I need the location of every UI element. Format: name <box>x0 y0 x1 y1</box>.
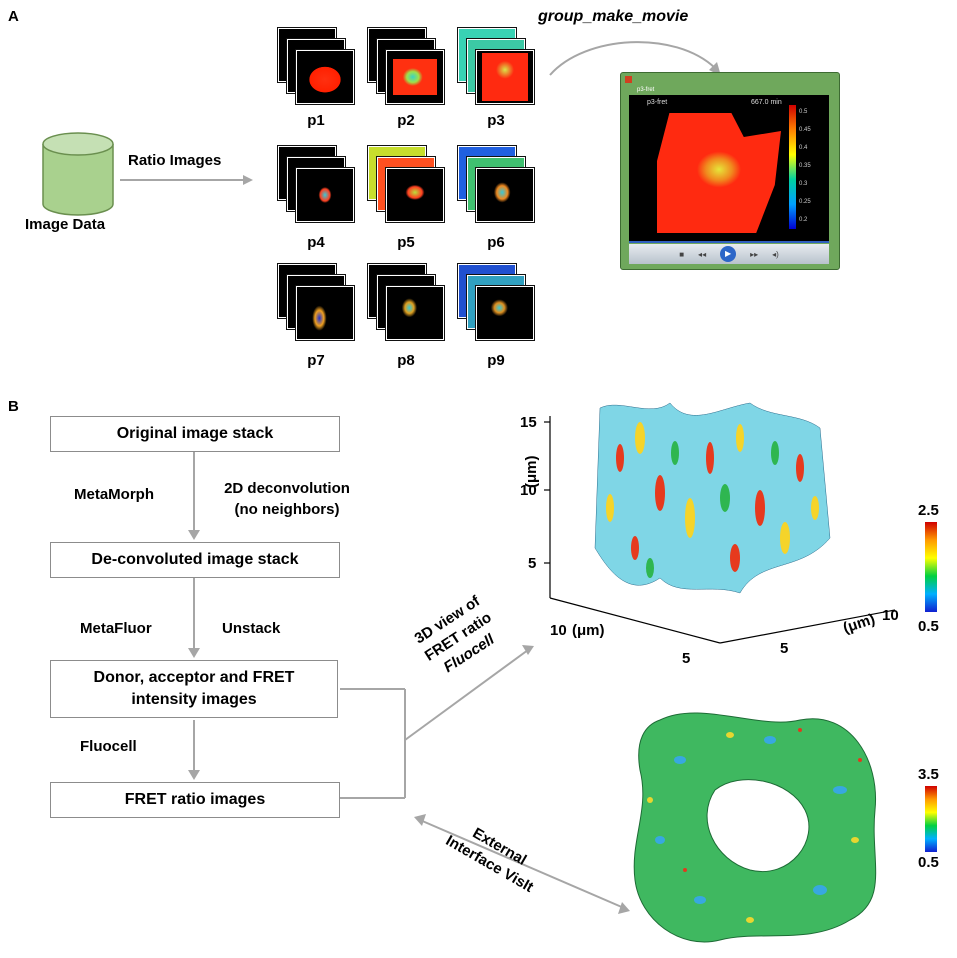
volume-icon[interactable]: ◂) <box>772 249 779 259</box>
cell-label-p9: p9 <box>487 352 505 369</box>
x-tick-right-5: 5 <box>780 640 788 657</box>
cell-label-p8: p8 <box>397 352 415 369</box>
x-tick-right-10: 10 <box>882 607 899 624</box>
player-close-icon[interactable] <box>625 76 632 83</box>
colorbar1 <box>925 522 937 612</box>
panel-a-letter: A <box>8 8 19 25</box>
step-fluocell: Fluocell <box>80 738 137 755</box>
plot-3d-fret-ratio: 15 10 5 (μm) 10 (μm) 5 5 (μm) 10 <box>520 402 899 667</box>
database-icon <box>42 132 114 216</box>
colorbar2-max: 3.5 <box>918 766 939 783</box>
colorbar1-min: 0.5 <box>918 618 939 635</box>
x-tick-left-5: 5 <box>682 650 690 667</box>
z-axis-unit: (μm) <box>523 455 540 488</box>
cell-label-p6: p6 <box>487 234 505 251</box>
player-tick: 0.3 <box>799 181 808 187</box>
panel-b-letter: B <box>8 398 19 415</box>
cell-label-p1: p1 <box>307 112 325 129</box>
player-progress-bar[interactable] <box>629 241 829 243</box>
flow-box-deconvoluted: De-convoluted image stack <box>50 542 340 578</box>
player-colorbar-ticks: 0.5 0.45 0.4 0.35 0.3 0.25 0.2 <box>799 103 811 229</box>
movie-player-window[interactable]: p3-fret p3-fret 667.0 min 0.5 0.45 0.4 0… <box>620 72 840 270</box>
surface-blobs <box>594 402 831 594</box>
x-tick-left-10: 10 <box>550 622 567 639</box>
cell-label-p4: p4 <box>307 234 325 251</box>
player-window-title: p3-fret <box>637 87 655 93</box>
step-unstack: Unstack <box>222 620 281 637</box>
ratio-images-label: Ratio Images <box>128 152 222 169</box>
cell-label-p5: p5 <box>397 234 415 251</box>
rewind-icon[interactable]: ◂◂ <box>698 249 707 259</box>
player-tick: 0.4 <box>799 145 808 151</box>
player-tick: 0.45 <box>799 127 811 133</box>
player-tick: 0.5 <box>799 109 808 115</box>
player-image-title: p3-fret <box>647 99 668 106</box>
player-screen: p3-fret 667.0 min 0.5 0.45 0.4 0.35 0.3 … <box>629 95 829 241</box>
fast-forward-icon[interactable]: ▸▸ <box>750 249 759 259</box>
z-tick-5: 5 <box>528 555 536 572</box>
x-unit-left: (μm) <box>572 622 605 639</box>
player-colorbar <box>789 105 796 229</box>
player-tick: 0.35 <box>799 163 811 169</box>
flow-box-ratio: FRET ratio images <box>50 782 340 818</box>
cell-label-p7: p7 <box>307 352 325 369</box>
flow-box-intensity: Donor, acceptor and FRET intensity image… <box>50 660 338 718</box>
stop-icon[interactable]: ■ <box>679 249 685 259</box>
plot-3d-visit-surface <box>633 712 877 943</box>
z-tick-15: 15 <box>520 414 537 431</box>
step-metamorph: MetaMorph <box>74 486 154 503</box>
stack-grid: p1 p2 p3 p4 p5 p6 p7 p8 <box>270 20 560 390</box>
step-2d-deconvolution: 2D deconvolution (no neighbors) <box>224 480 350 518</box>
step-metafluor: MetaFluor <box>80 620 152 637</box>
play-icon[interactable]: ▶ <box>720 246 737 262</box>
player-tick: 0.25 <box>799 199 811 205</box>
flow-box-original: Original image stack <box>50 416 340 452</box>
cell-label-p2: p2 <box>397 112 415 129</box>
movie-label: group_make_movie <box>538 8 689 25</box>
z-tick-10: 10 <box>520 482 537 499</box>
x-unit-right: (μm) <box>841 611 877 637</box>
cell-label-p3: p3 <box>487 112 505 129</box>
colorbar2 <box>925 786 937 852</box>
player-time: 667.0 min <box>751 99 782 106</box>
colorbar1-max: 2.5 <box>918 502 939 519</box>
player-tick: 0.2 <box>799 217 808 223</box>
image-data-label: Image Data <box>25 216 106 233</box>
colorbar2-min: 0.5 <box>918 854 939 871</box>
ratio-arrow <box>120 175 253 185</box>
player-controls: ■ ◂◂ ▶ ▸▸ ◂) <box>629 244 829 264</box>
